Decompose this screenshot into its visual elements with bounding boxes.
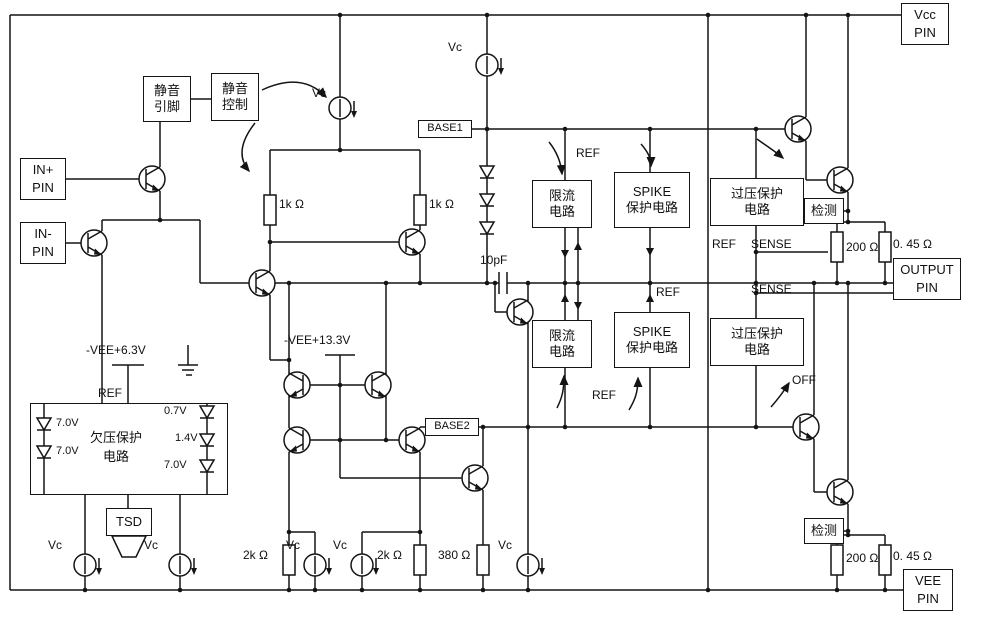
- current-source: [475, 53, 505, 77]
- block-tsd: TSD: [106, 508, 152, 536]
- resistor-200: [830, 231, 844, 263]
- pin-output: OUTPUT PIN: [893, 258, 961, 300]
- npn-transistor: [826, 478, 854, 506]
- label-ref-left: REF: [98, 386, 122, 400]
- label-vc-top: Vc: [448, 40, 463, 54]
- label-ref-top: REF: [576, 146, 600, 160]
- label-r200-bottom: 200 Ω: [846, 551, 879, 565]
- block-undervolt-box: [30, 403, 228, 495]
- label-vc-b3: Vc: [286, 538, 301, 552]
- label-1-4v: 1.4V: [175, 432, 198, 444]
- label-off: OFF: [792, 373, 816, 387]
- label-r2k-right: 2k Ω: [377, 548, 402, 562]
- npn-transistor: [138, 165, 166, 193]
- current-source: [350, 553, 380, 577]
- block-current-limit-bottom: 限流 电路: [532, 320, 592, 368]
- resistor-380: [476, 544, 490, 576]
- label-vc-mute: Vc: [312, 86, 327, 100]
- label-r200-top: 200 Ω: [846, 240, 879, 254]
- label-vc-b4: Vc: [333, 538, 348, 552]
- label-r380: 380 Ω: [438, 548, 471, 562]
- npn-transistor: [506, 298, 534, 326]
- label-10pf: 10pF: [480, 253, 508, 267]
- npn-transistor: [826, 166, 854, 194]
- npn-transistor: [80, 229, 108, 257]
- diode: [479, 221, 495, 235]
- resistor-045: [878, 231, 892, 263]
- label-7-0v-c: 7.0V: [56, 445, 79, 457]
- pin-in-plus: IN+ PIN: [20, 158, 66, 200]
- flow-arrows: [239, 81, 790, 411]
- label-r045-bottom: 0. 45 Ω: [893, 549, 932, 563]
- label-vc-b2: Vc: [144, 538, 159, 552]
- label-vc-b5: Vc: [498, 538, 513, 552]
- resistor-045: [878, 544, 892, 576]
- label-sense-2: SENSE: [751, 282, 792, 296]
- npn-transistor: [364, 371, 392, 399]
- block-current-limit-top: 限流 电路: [532, 180, 592, 228]
- block-mute-control: 静音 控制: [211, 73, 259, 121]
- label-r2k-left: 2k Ω: [243, 548, 268, 562]
- label-r1k-right: 1k Ω: [429, 197, 454, 211]
- block-undervolt-label: 欠压保护 电路: [89, 430, 142, 464]
- npn-transistor: [283, 371, 311, 399]
- resistor-2k: [413, 544, 427, 576]
- block-spike-bottom: SPIKE 保护电路: [614, 312, 690, 368]
- npn-transistor: [283, 426, 311, 454]
- current-source: [516, 553, 546, 577]
- pin-vee: VEE PIN: [903, 569, 953, 611]
- block-base2: BASE2: [425, 418, 479, 436]
- resistor-200: [830, 544, 844, 576]
- npn-transistor: [398, 228, 426, 256]
- block-detect-top: 检测: [804, 198, 844, 224]
- resistor-1k: [413, 194, 427, 226]
- current-source: [303, 553, 333, 577]
- block-detect-bottom: 检测: [804, 518, 844, 544]
- label-r1k-left: 1k Ω: [279, 197, 304, 211]
- label-ref-right: REF: [712, 237, 736, 251]
- block-overvolt-bottom: 过压保护 电路: [710, 318, 804, 366]
- current-source: [328, 96, 358, 120]
- label-ref-bottom: REF: [592, 388, 616, 402]
- block-spike-top: SPIKE 保护电路: [614, 172, 690, 228]
- label-vc-b1: Vc: [48, 538, 63, 552]
- diode: [479, 165, 495, 179]
- label-7-0v-b: 7.0V: [56, 417, 79, 429]
- junction-dots: [82, 12, 888, 593]
- resistor-1k: [263, 194, 277, 226]
- pin-in-minus: IN- PIN: [20, 222, 66, 264]
- current-source: [73, 553, 103, 577]
- npn-transistor: [248, 269, 276, 297]
- power-rails: [9, 14, 903, 591]
- block-mute-pin: 静音 引脚: [143, 76, 191, 122]
- npn-transistor: [784, 115, 812, 143]
- pin-vcc: Vcc PIN: [901, 3, 949, 45]
- label-7-0v-a: 7.0V: [164, 459, 187, 471]
- diode: [479, 193, 495, 207]
- label-0-7v: 0.7V: [164, 405, 187, 417]
- block-base1: BASE1: [418, 120, 472, 138]
- label-ref-mid: REF: [656, 285, 680, 299]
- npn-transistor: [398, 426, 426, 454]
- label-vee-6-3: -VEE+6.3V: [86, 343, 146, 357]
- npn-transistor: [792, 413, 820, 441]
- label-r045-top: 0. 45 Ω: [893, 237, 932, 251]
- label-sense-1: SENSE: [751, 237, 792, 251]
- block-overvolt-top: 过压保护 电路: [710, 178, 804, 226]
- npn-transistor: [461, 464, 489, 492]
- label-vee-13-3: -VEE+13.3V: [284, 333, 351, 347]
- current-source: [168, 553, 198, 577]
